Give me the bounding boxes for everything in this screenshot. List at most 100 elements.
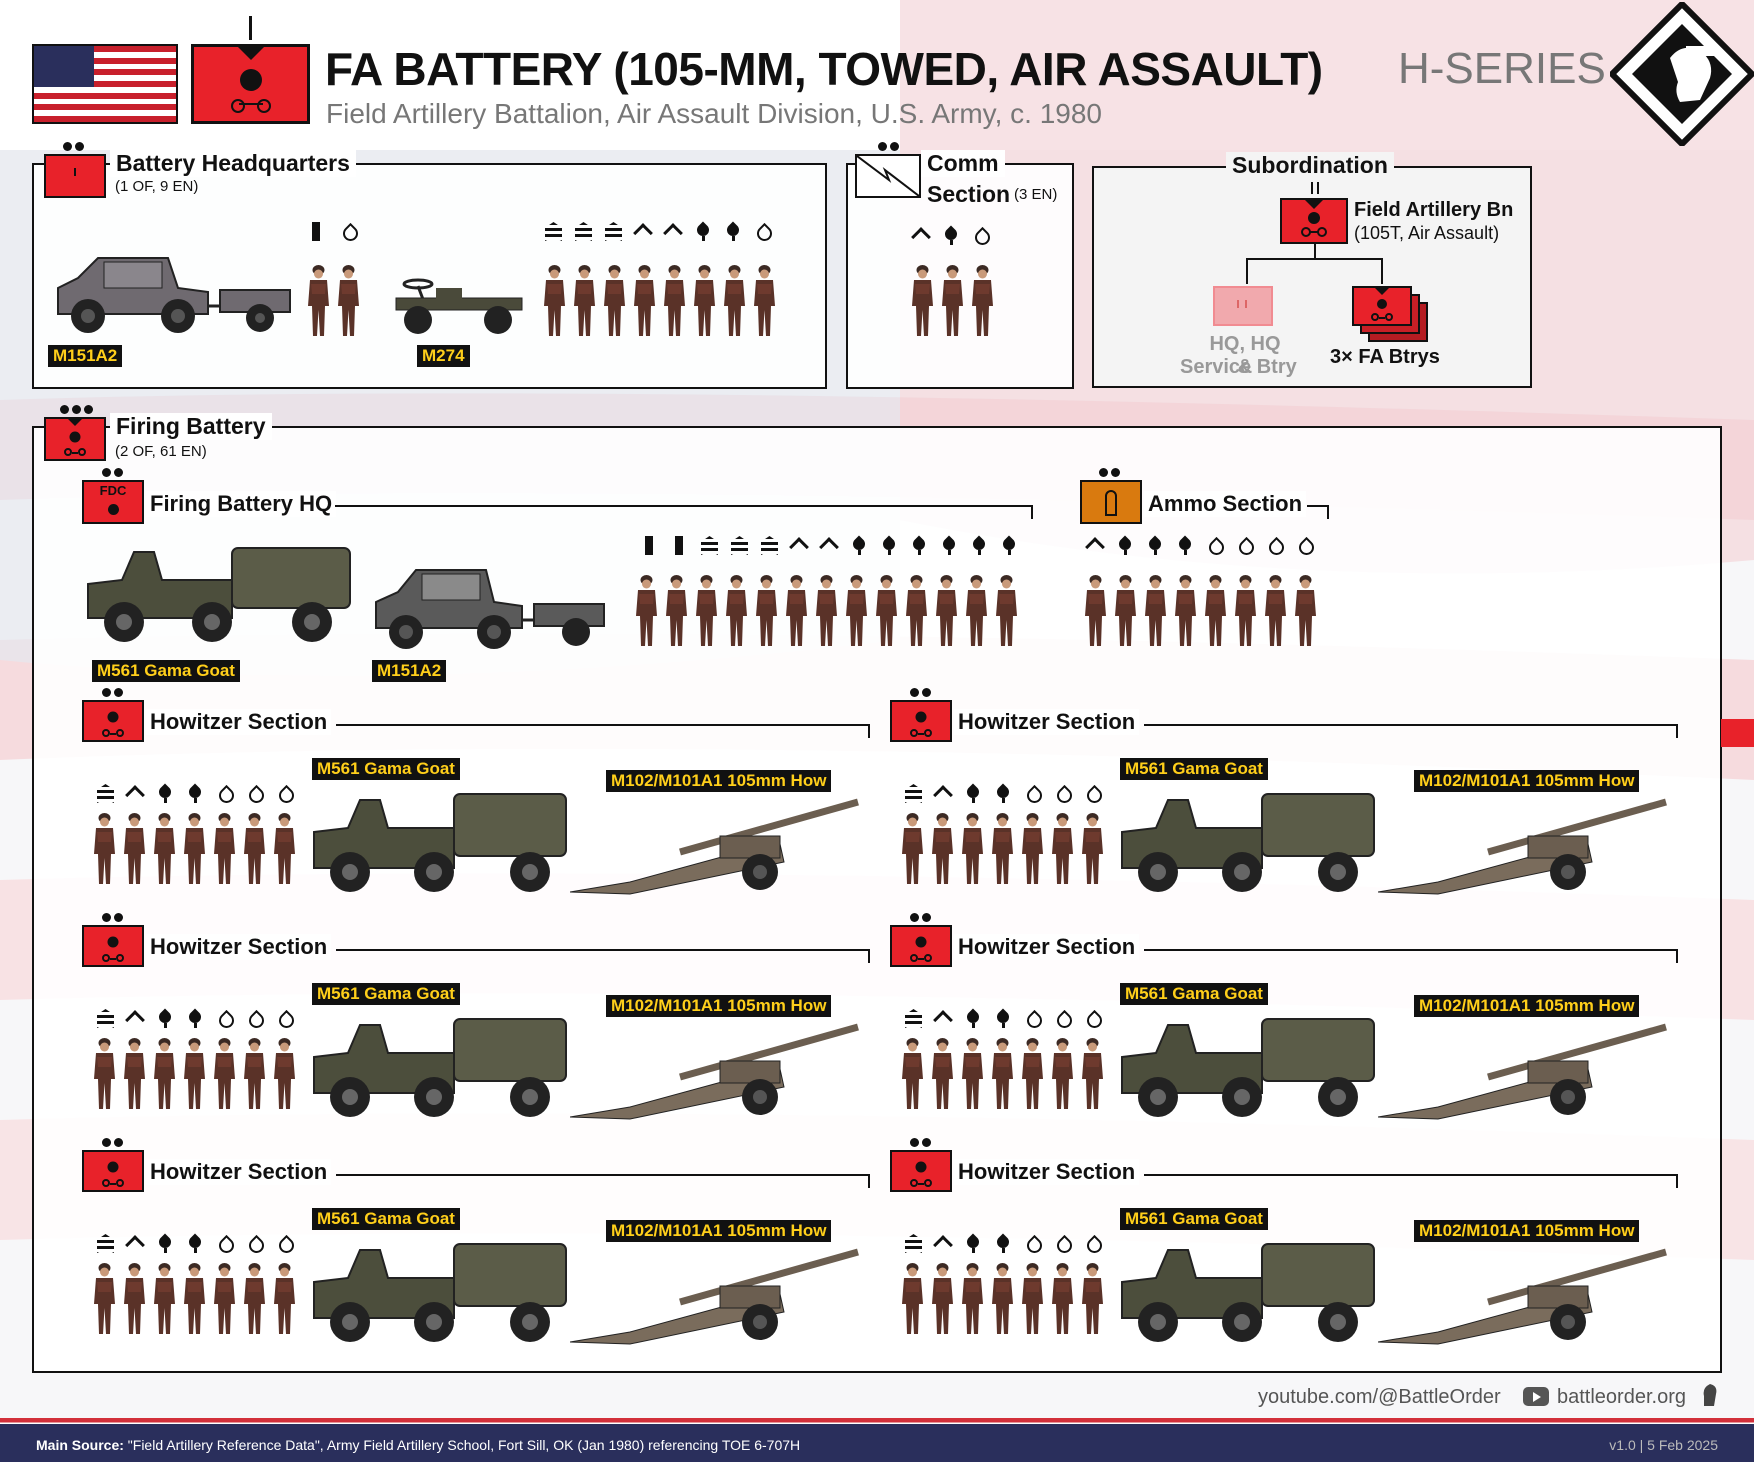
section-rule-end — [1676, 949, 1678, 963]
soldier-figure — [752, 264, 777, 338]
howitzer-rank-row — [904, 1009, 1103, 1028]
soldier-figure — [182, 812, 207, 886]
soldier-figure — [1080, 1262, 1105, 1336]
rank-insignia-icon — [1054, 1234, 1073, 1253]
battery-hq-strength: (1 OF, 9 EN) — [115, 178, 199, 195]
vehicle-label: M561 Gama Goat — [312, 1208, 460, 1230]
soldier-figure — [930, 1262, 955, 1336]
rank-insignia-icon — [664, 222, 683, 241]
subordination-title: Subordination — [1226, 152, 1394, 179]
soldier-figure — [152, 1262, 177, 1336]
howitzer-section-symbol — [890, 700, 952, 742]
rank-insignia-icon — [1236, 536, 1255, 555]
comm-title-line1: Comm — [921, 150, 1005, 177]
rank-insignia-icon — [640, 536, 659, 555]
echelon-dots — [60, 405, 93, 414]
section-rule-end — [1676, 724, 1678, 738]
rank-insignia-icon — [126, 784, 145, 803]
rank-insignia-icon — [724, 222, 743, 241]
soldier-figure — [964, 574, 989, 648]
rank-insignia-icon — [246, 784, 265, 803]
parent-bn-symbol — [1280, 198, 1348, 244]
rank-insignia-icon — [1266, 536, 1285, 555]
rank-insignia-icon — [604, 222, 623, 241]
section-rule-end — [1676, 1174, 1678, 1188]
section-rule — [1307, 505, 1329, 507]
rank-insignia-icon — [1024, 1234, 1043, 1253]
echelon-dots — [102, 688, 123, 697]
soldier-figure — [814, 574, 839, 648]
rank-insignia-icon — [96, 1009, 115, 1028]
rank-insignia-icon — [156, 1009, 175, 1028]
ammo-symbol — [1080, 480, 1142, 524]
rank-insignia-icon — [880, 536, 899, 555]
m274-mule — [388, 268, 528, 338]
fdc-symbol: FDC — [82, 480, 144, 524]
m151a2-jeep-with-trailer — [370, 560, 610, 652]
soldier-figure — [900, 1037, 925, 1111]
soldier-figure — [1113, 574, 1138, 648]
rank-insignia-icon — [910, 536, 929, 555]
rank-insignia-icon — [1000, 536, 1019, 555]
soldier-figure — [1233, 574, 1258, 648]
firing-battery-strength: (2 OF, 61 EN) — [115, 443, 207, 460]
howitzer-gun — [569, 1017, 862, 1127]
gun-label: M102/M101A1 105mm How — [1414, 1220, 1640, 1242]
echelon-dots — [878, 142, 899, 151]
soldier-figure — [1020, 1037, 1045, 1111]
soldier-figure — [970, 264, 995, 338]
rank-insignia-icon — [126, 1234, 145, 1253]
rank-insignia-icon — [1086, 536, 1105, 555]
howitzer-section-title: Howitzer Section — [146, 1159, 332, 1185]
rank-insignia-icon — [156, 784, 175, 803]
section-rule — [336, 724, 870, 726]
echelon-dots — [1099, 468, 1120, 477]
rank-insignia-icon — [700, 536, 719, 555]
echelon-dots — [63, 142, 84, 151]
rank-insignia-icon — [96, 1234, 115, 1253]
echelon-dots — [102, 468, 123, 477]
hq-enlisted-group — [542, 264, 777, 338]
gun-label: M102/M101A1 105mm How — [606, 1220, 832, 1242]
rank-insignia-icon — [760, 536, 779, 555]
comm-rank-row — [912, 226, 991, 245]
echelon-dots — [910, 1138, 931, 1147]
battery-hq-title: Battery Headquarters — [110, 150, 356, 177]
rank-insignia-icon — [1206, 536, 1225, 555]
soldier-figure — [122, 1262, 147, 1336]
soldier-figure — [930, 1037, 955, 1111]
battleorder-logo-icon — [1607, 0, 1754, 149]
rank-insignia-icon — [964, 1009, 983, 1028]
howitzer-rank-row — [904, 1234, 1103, 1253]
youtube-link[interactable]: youtube.com/@BattleOrder — [1258, 1386, 1501, 1408]
rank-insignia-icon — [754, 222, 773, 241]
ammo-section-title: Ammo Section — [1144, 491, 1307, 517]
soldier-figure — [1050, 1037, 1075, 1111]
site-link[interactable]: battleorder.org — [1557, 1386, 1686, 1408]
gama-goat-vehicle — [1118, 1238, 1378, 1348]
howitzer-gun — [1377, 1017, 1670, 1127]
rank-insignia-icon — [942, 226, 961, 245]
fdc-label: FDC — [99, 483, 127, 498]
gun-label: M102/M101A1 105mm How — [1414, 770, 1640, 792]
rank-insignia-icon — [544, 222, 563, 241]
howitzer-gun — [1377, 792, 1670, 902]
soldier-figure — [122, 812, 147, 886]
howitzer-crew-group — [900, 1037, 1105, 1111]
section-rule-end — [1031, 505, 1033, 519]
rank-insignia-icon — [972, 226, 991, 245]
howitzer-crew-group — [92, 1262, 297, 1336]
firing-battery-title: Firing Battery — [110, 413, 272, 440]
section-rule — [335, 505, 1033, 507]
soldier-figure — [1020, 812, 1045, 886]
soldier-figure — [542, 264, 567, 338]
soldier-figure — [994, 574, 1019, 648]
soldier-figure — [990, 1037, 1015, 1111]
soldier-figure — [900, 1262, 925, 1336]
vehicle-label: M274 — [417, 345, 470, 367]
gama-goat-vehicle — [1118, 788, 1378, 898]
howitzer-crew-group — [900, 812, 1105, 886]
gama-goat-vehicle — [310, 788, 570, 898]
soldier-figure — [632, 264, 657, 338]
rank-insignia-icon — [246, 1009, 265, 1028]
